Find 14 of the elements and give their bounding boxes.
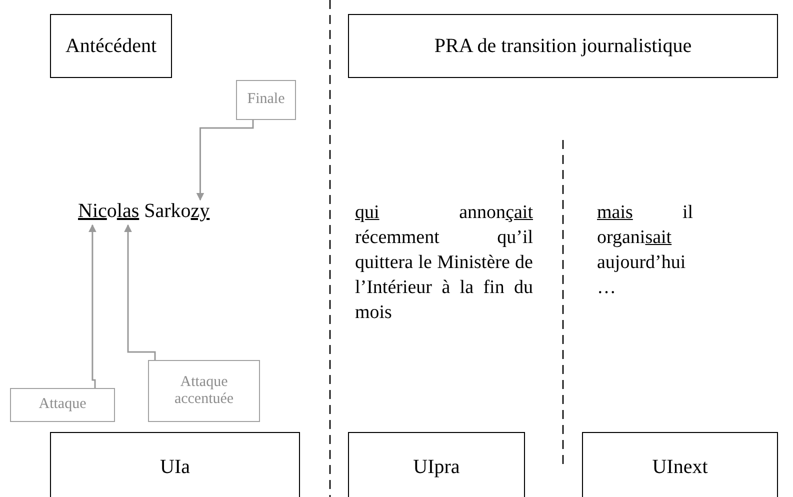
antecedent-box: Antécédent	[50, 14, 172, 78]
section-box: PRA de transition journalistique	[348, 14, 778, 78]
arrow	[196, 120, 254, 201]
annotation-box: Attaque	[10, 388, 115, 422]
text-paragraph: qui annonçait récemment qu’il quittera le Ministère de l’Intérieur à la fin du mois	[355, 201, 533, 325]
arrow	[124, 224, 156, 360]
arrow	[88, 224, 96, 388]
unit-box: UIpra	[348, 432, 525, 497]
annotation-box: Attaque accentuée	[148, 360, 260, 422]
unit-box: UInext	[582, 432, 778, 497]
name-text: Nicolas Sarkozy	[78, 200, 210, 223]
annotation-box: Finale	[236, 80, 296, 120]
unit-box: UIa	[50, 432, 300, 497]
text-paragraph: mais il organisait aujourd’hui …	[597, 201, 693, 300]
